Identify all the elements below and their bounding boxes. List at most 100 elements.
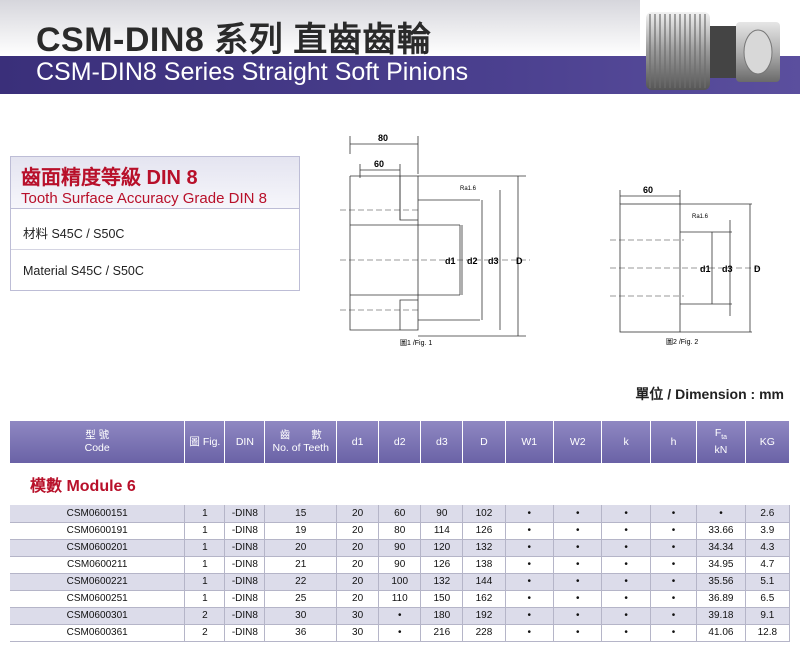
fig1-label-d2: d2 xyxy=(467,256,478,266)
table-cell: 102 xyxy=(462,505,506,523)
table-cell: -DIN8 xyxy=(224,573,266,591)
table-cell: 100 xyxy=(378,573,422,591)
table-cell: 90 xyxy=(420,505,464,523)
table-cell: 20 xyxy=(336,505,380,523)
table-cell: 3.9 xyxy=(745,522,791,540)
table-cell: • xyxy=(601,505,651,523)
table-cell: 144 xyxy=(462,573,506,591)
table-cell: • xyxy=(505,624,554,642)
fig1-label-d3: d3 xyxy=(488,256,499,266)
col-w1: W1 xyxy=(505,421,554,463)
table-cell: 1 xyxy=(184,590,226,608)
table-cell: • xyxy=(553,624,603,642)
table-cell: -DIN8 xyxy=(224,624,266,642)
table-cell: 1 xyxy=(184,522,226,540)
fig1-caption: 圖1 /Fig. 1 xyxy=(400,339,432,347)
table-cell: • xyxy=(650,505,698,523)
module-label: 模數 Module 6 xyxy=(10,463,790,505)
material-cn: 材料 S45C / S50C xyxy=(11,209,299,250)
table-cell: 33.66 xyxy=(696,522,746,540)
fig1-label-d1: d1 xyxy=(445,256,456,266)
table-cell: 192 xyxy=(462,607,506,625)
table-cell: 2 xyxy=(184,624,226,642)
table-cell: 20 xyxy=(336,539,380,557)
page-title-en: CSM-DIN8 Series Straight Soft Pinions xyxy=(36,58,469,86)
table-cell: -DIN8 xyxy=(224,539,266,557)
table-cell: 90 xyxy=(378,556,422,574)
figure-2-drawing: 60 Ra1.6 d1 d3 D 圖2 /Fig. 2 xyxy=(610,185,761,346)
fig2-label-D: D xyxy=(754,264,761,274)
table-cell: • xyxy=(650,573,698,591)
table-cell: • xyxy=(553,522,603,540)
table-cell: 35.56 xyxy=(696,573,746,591)
table-cell: -DIN8 xyxy=(224,505,266,523)
table-cell: 1 xyxy=(184,556,226,574)
table-cell: • xyxy=(650,607,698,625)
banner-top-band xyxy=(0,0,640,56)
table-cell: • xyxy=(505,505,554,523)
table-cell: • xyxy=(696,505,746,523)
header-banner: CSM-DIN8 系列 直齒齒輪 CSM-DIN8 Series Straigh… xyxy=(0,0,800,94)
table-cell: • xyxy=(505,573,554,591)
table-cell: 2.6 xyxy=(745,505,791,523)
table-cell: 216 xyxy=(420,624,464,642)
cell-code: CSM0600251 xyxy=(10,590,186,608)
module-row: 模數 Module 6 xyxy=(10,463,790,505)
table-cell: 4.3 xyxy=(745,539,791,557)
table-cell: • xyxy=(650,556,698,574)
table-cell: • xyxy=(601,607,651,625)
table-cell: 36 xyxy=(264,624,338,642)
table-cell: • xyxy=(505,590,554,608)
table-cell: 6.5 xyxy=(745,590,791,608)
table-cell: • xyxy=(505,539,554,557)
table-cell: 228 xyxy=(462,624,506,642)
col-fig: 圖 Fig. xyxy=(184,421,226,463)
col-din: DIN xyxy=(224,421,266,463)
col-w2: W2 xyxy=(553,421,603,463)
table-cell: • xyxy=(650,522,698,540)
table-cell: • xyxy=(650,590,698,608)
table-cell: • xyxy=(601,539,651,557)
table-cell: -DIN8 xyxy=(224,522,266,540)
table-cell: 114 xyxy=(420,522,464,540)
table-cell: • xyxy=(553,505,603,523)
table-cell: • xyxy=(650,539,698,557)
cell-code: CSM0600201 xyxy=(10,539,186,557)
fig1-dim-80: 80 xyxy=(378,133,388,143)
page-title-cn: CSM-DIN8 系列 直齒齒輪 xyxy=(36,21,432,59)
table-cell: 21 xyxy=(264,556,338,574)
col-kg: KG xyxy=(745,421,791,463)
figure-1: 80 60 Ra1.6 d1 d2 d3 D 圖1 /Fig. 1 xyxy=(330,130,545,350)
table-cell: 20 xyxy=(336,522,380,540)
col-k: k xyxy=(601,421,651,463)
table-cell: 22 xyxy=(264,573,338,591)
col-h: h xyxy=(650,421,698,463)
table-cell: 25 xyxy=(264,590,338,608)
cell-code: CSM0600191 xyxy=(10,522,186,540)
table-cell: • xyxy=(378,624,422,642)
table-cell: 34.95 xyxy=(696,556,746,574)
fig2-label-d1: d1 xyxy=(700,264,711,274)
cell-code: CSM0600361 xyxy=(10,624,186,642)
table-cell: • xyxy=(553,607,603,625)
table-cell: 39.18 xyxy=(696,607,746,625)
table-cell: 20 xyxy=(336,573,380,591)
table-cell: 15 xyxy=(264,505,338,523)
table-cell: 180 xyxy=(420,607,464,625)
table-cell: 30 xyxy=(264,607,338,625)
table-cell: 36.89 xyxy=(696,590,746,608)
table-cell: • xyxy=(505,556,554,574)
table-cell: 126 xyxy=(420,556,464,574)
table-cell: 120 xyxy=(420,539,464,557)
table-cell: • xyxy=(650,624,698,642)
table-cell: • xyxy=(553,539,603,557)
material-en: Material S45C / S50C xyxy=(23,264,144,278)
cell-code: CSM0600301 xyxy=(10,607,186,625)
